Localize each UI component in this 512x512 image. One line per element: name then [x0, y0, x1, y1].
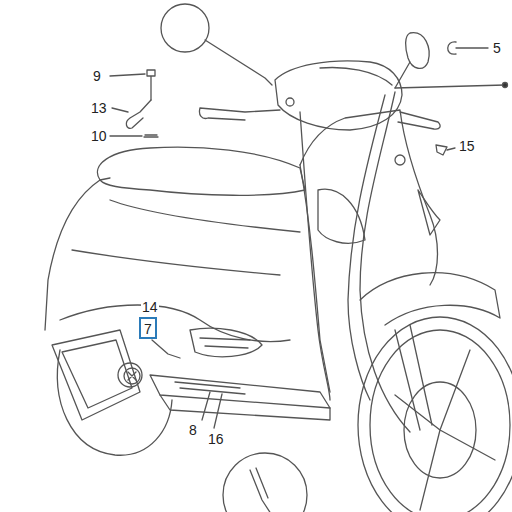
- line-art: [118, 363, 142, 387]
- line-art: [300, 165, 330, 392]
- line-art: [318, 189, 365, 243]
- callout-number: 13: [90, 101, 108, 115]
- line-art: [147, 70, 155, 100]
- callout-number: 8: [188, 423, 198, 437]
- callout-number: 16: [207, 432, 225, 446]
- line-art: [190, 328, 262, 357]
- headset-handlebar: [199, 61, 440, 130]
- line-art: [436, 145, 447, 155]
- line-art: [62, 340, 132, 408]
- line-art: [360, 92, 410, 432]
- front-wheel: [358, 317, 512, 512]
- floorboard: [150, 375, 330, 420]
- line-art: [205, 40, 272, 85]
- line-art: [110, 135, 142, 136]
- line-art: [395, 350, 495, 510]
- mirrors: [161, 4, 429, 88]
- line-art: [199, 108, 280, 120]
- line-art: [250, 468, 275, 512]
- line-art: [398, 112, 440, 129]
- line-art: [418, 190, 440, 235]
- line-art: [128, 372, 136, 380]
- line-art: [150, 375, 330, 408]
- line-art: [52, 330, 140, 420]
- line-art: [447, 148, 455, 150]
- callout-number: 14: [141, 300, 159, 314]
- line-art: [223, 453, 307, 512]
- line-art: [144, 135, 158, 137]
- cables: [300, 83, 508, 433]
- line-art: [110, 74, 145, 76]
- line-art: [160, 395, 330, 420]
- line-art: [202, 392, 210, 420]
- detail-inset: [223, 453, 307, 512]
- line-art: [370, 330, 510, 512]
- line-art: [395, 325, 432, 430]
- line-art: [214, 394, 222, 428]
- line-art: [395, 155, 405, 165]
- callout-number: 5: [492, 41, 502, 55]
- line-art: [97, 147, 305, 195]
- line-art: [348, 95, 385, 400]
- line-art: [300, 110, 438, 285]
- muffler: [52, 330, 140, 420]
- small-parts: [126, 42, 488, 155]
- line-art: [286, 98, 294, 106]
- callout-number: 9: [92, 69, 102, 83]
- line-art: [112, 108, 128, 112]
- line-art: [448, 42, 456, 54]
- line-art: [503, 83, 508, 88]
- line-art: [110, 200, 300, 232]
- line-art: [200, 338, 250, 348]
- line-art: [395, 85, 505, 88]
- line-art: [300, 112, 330, 400]
- line-art: [72, 250, 280, 275]
- highlighted-callout: 7: [139, 317, 157, 339]
- line-art: [395, 62, 410, 88]
- leader-lines: [110, 74, 222, 428]
- callout-number: 10: [90, 129, 108, 143]
- line-art: [161, 4, 209, 52]
- line-art: [152, 340, 180, 358]
- line-art: [126, 100, 151, 128]
- line-art: [456, 47, 488, 48]
- line-art: [358, 317, 512, 512]
- line-art: [320, 68, 392, 85]
- line-art: [275, 61, 402, 130]
- line-art: [124, 368, 140, 384]
- body-panel: [45, 147, 305, 357]
- callout-number: 15: [458, 139, 476, 153]
- callout-number: 7: [141, 322, 155, 336]
